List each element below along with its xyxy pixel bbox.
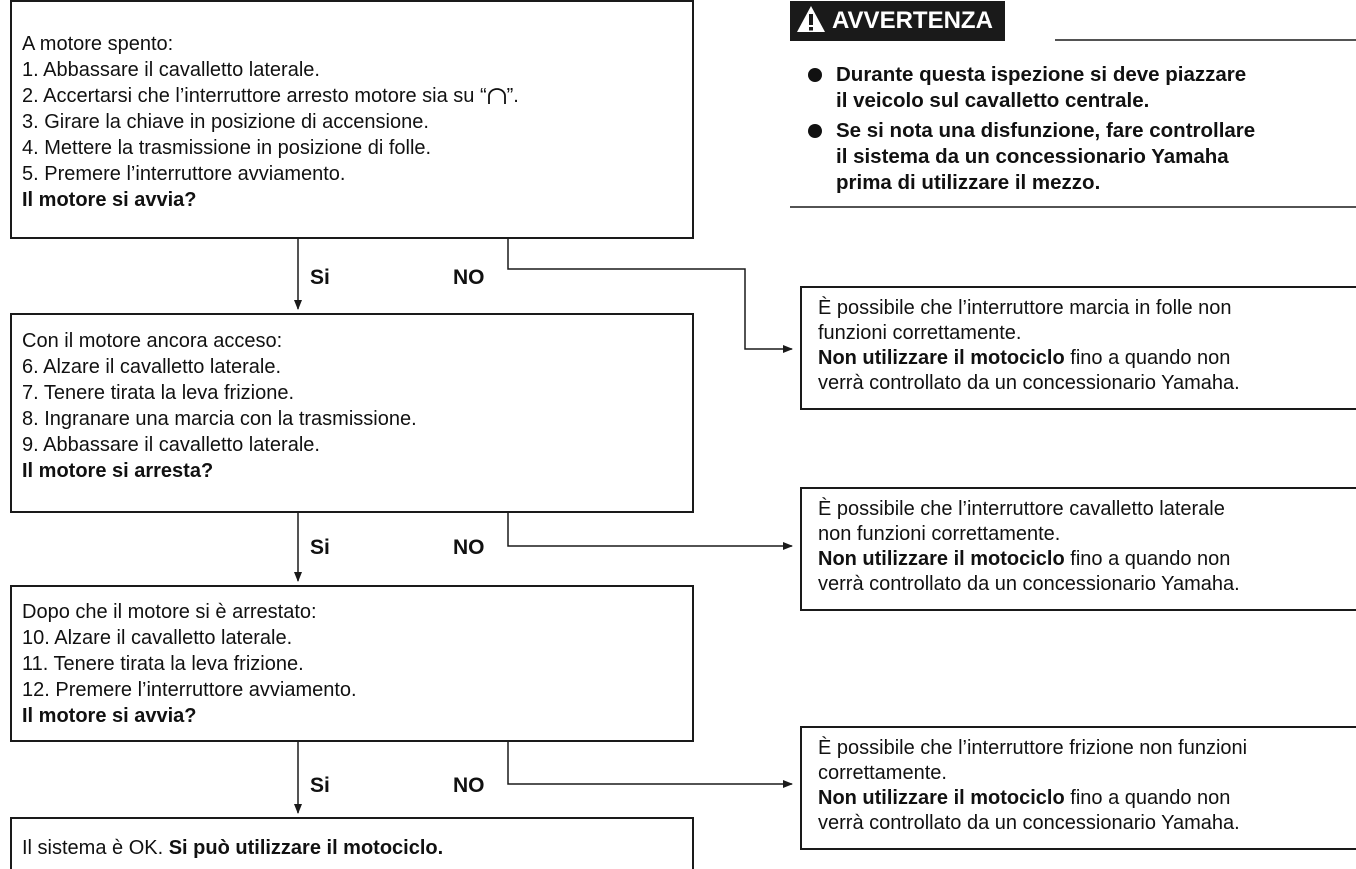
box3-question: Il motore si avvia?	[22, 705, 197, 727]
result1-line-1: funzioni correttamente.	[818, 322, 1022, 344]
warning-triangle-icon	[797, 6, 825, 32]
result3-line-2: Non utilizzare il motociclo fino a quand…	[818, 787, 1231, 809]
box2-line-4: 9. Abbassare il cavalletto laterale.	[22, 434, 320, 456]
result3-line-0: È possibile che l’interruttore frizione …	[818, 737, 1248, 759]
result-box-sidestand-switch	[800, 487, 1356, 611]
step-box-1	[10, 0, 694, 239]
result-box-clutch-switch	[800, 726, 1356, 850]
box1-line-3: 3. Girare la chiave in posizione di acce…	[22, 111, 429, 133]
warning-item-1-line-0: Durante questa ispezione si deve piazzar…	[836, 63, 1247, 86]
kill-switch-run-icon	[487, 88, 506, 104]
result1-line-0: È possibile che l’interruttore marcia in…	[818, 297, 1232, 319]
warning-item-2-line-0: Se si nota una disfunzione, fare control…	[836, 119, 1256, 142]
yes-label-1: Si	[310, 266, 330, 289]
no-arrow-2	[507, 512, 793, 550]
box2-line-1: 6. Alzare il cavalletto laterale.	[22, 356, 282, 378]
step-box-2	[10, 313, 694, 513]
box1-question: Il motore si avvia?	[22, 189, 197, 211]
box1-line-1: 1. Abbassare il cavalletto laterale.	[22, 59, 320, 81]
box2-line-0: Con il motore ancora acceso:	[22, 330, 283, 352]
warning-bullet-2	[808, 124, 822, 138]
warning-item-2-line-1: il sistema da un concessionario Yamaha	[836, 145, 1229, 168]
box1-line-5: 5. Premere l’interruttore avviamento.	[22, 163, 346, 185]
box1-line-4: 4. Mettere la trasmissione in posizione …	[22, 137, 432, 159]
result-box-neutral-switch	[800, 286, 1356, 410]
box1-line-2: 2. Accertarsi che l’interruttore arresto…	[22, 85, 519, 107]
result2-line-1: non funzioni correttamente.	[818, 523, 1061, 545]
box2-line-3: 8. Ingranare una marcia con la trasmissi…	[22, 408, 417, 430]
ok-text: Il sistema è OK. Si può utilizzare il mo…	[22, 837, 444, 859]
result2-line-2: Non utilizzare il motociclo fino a quand…	[818, 548, 1231, 570]
warning-item-2-line-2: prima di utilizzare il mezzo.	[836, 171, 1101, 194]
result3-line-1: correttamente.	[818, 762, 947, 784]
box3-line-0: Dopo che il motore si è arrestato:	[22, 601, 317, 623]
result-box-ok	[10, 817, 694, 869]
warning-bullet-1	[808, 68, 822, 82]
no-arrow-3	[507, 741, 793, 788]
warning-item-1-line-1: il veicolo sul cavalletto centrale.	[836, 89, 1150, 112]
yes-label-2: Si	[310, 536, 330, 559]
no-label-1: NO	[453, 266, 485, 289]
box3-line-1: 10. Alzare il cavalletto laterale.	[22, 627, 293, 649]
yes-label-3: Si	[310, 774, 330, 797]
result1-line-2: Non utilizzare il motociclo fino a quand…	[818, 347, 1231, 369]
result3-line-3: verrà controllato da un concessionario Y…	[818, 812, 1240, 834]
step-box-3	[10, 585, 694, 742]
box1-line-0: A motore spento:	[22, 33, 174, 55]
box3-line-3: 12. Premere l’interruttore avviamento.	[22, 679, 357, 701]
box2-question: Il motore si arresta?	[22, 460, 214, 482]
result2-line-0: È possibile che l’interruttore cavallett…	[818, 498, 1225, 520]
box3-line-2: 11. Tenere tirata la leva frizione.	[22, 653, 304, 675]
warning-title: AVVERTENZA	[790, 1, 1005, 41]
result2-line-3: verrà controllato da un concessionario Y…	[818, 573, 1240, 595]
no-arrow-1	[507, 238, 793, 353]
result1-line-3: verrà controllato da un concessionario Y…	[818, 372, 1240, 394]
no-label-3: NO	[453, 774, 485, 797]
no-label-2: NO	[453, 536, 485, 559]
box2-line-2: 7. Tenere tirata la leva frizione.	[22, 382, 295, 404]
